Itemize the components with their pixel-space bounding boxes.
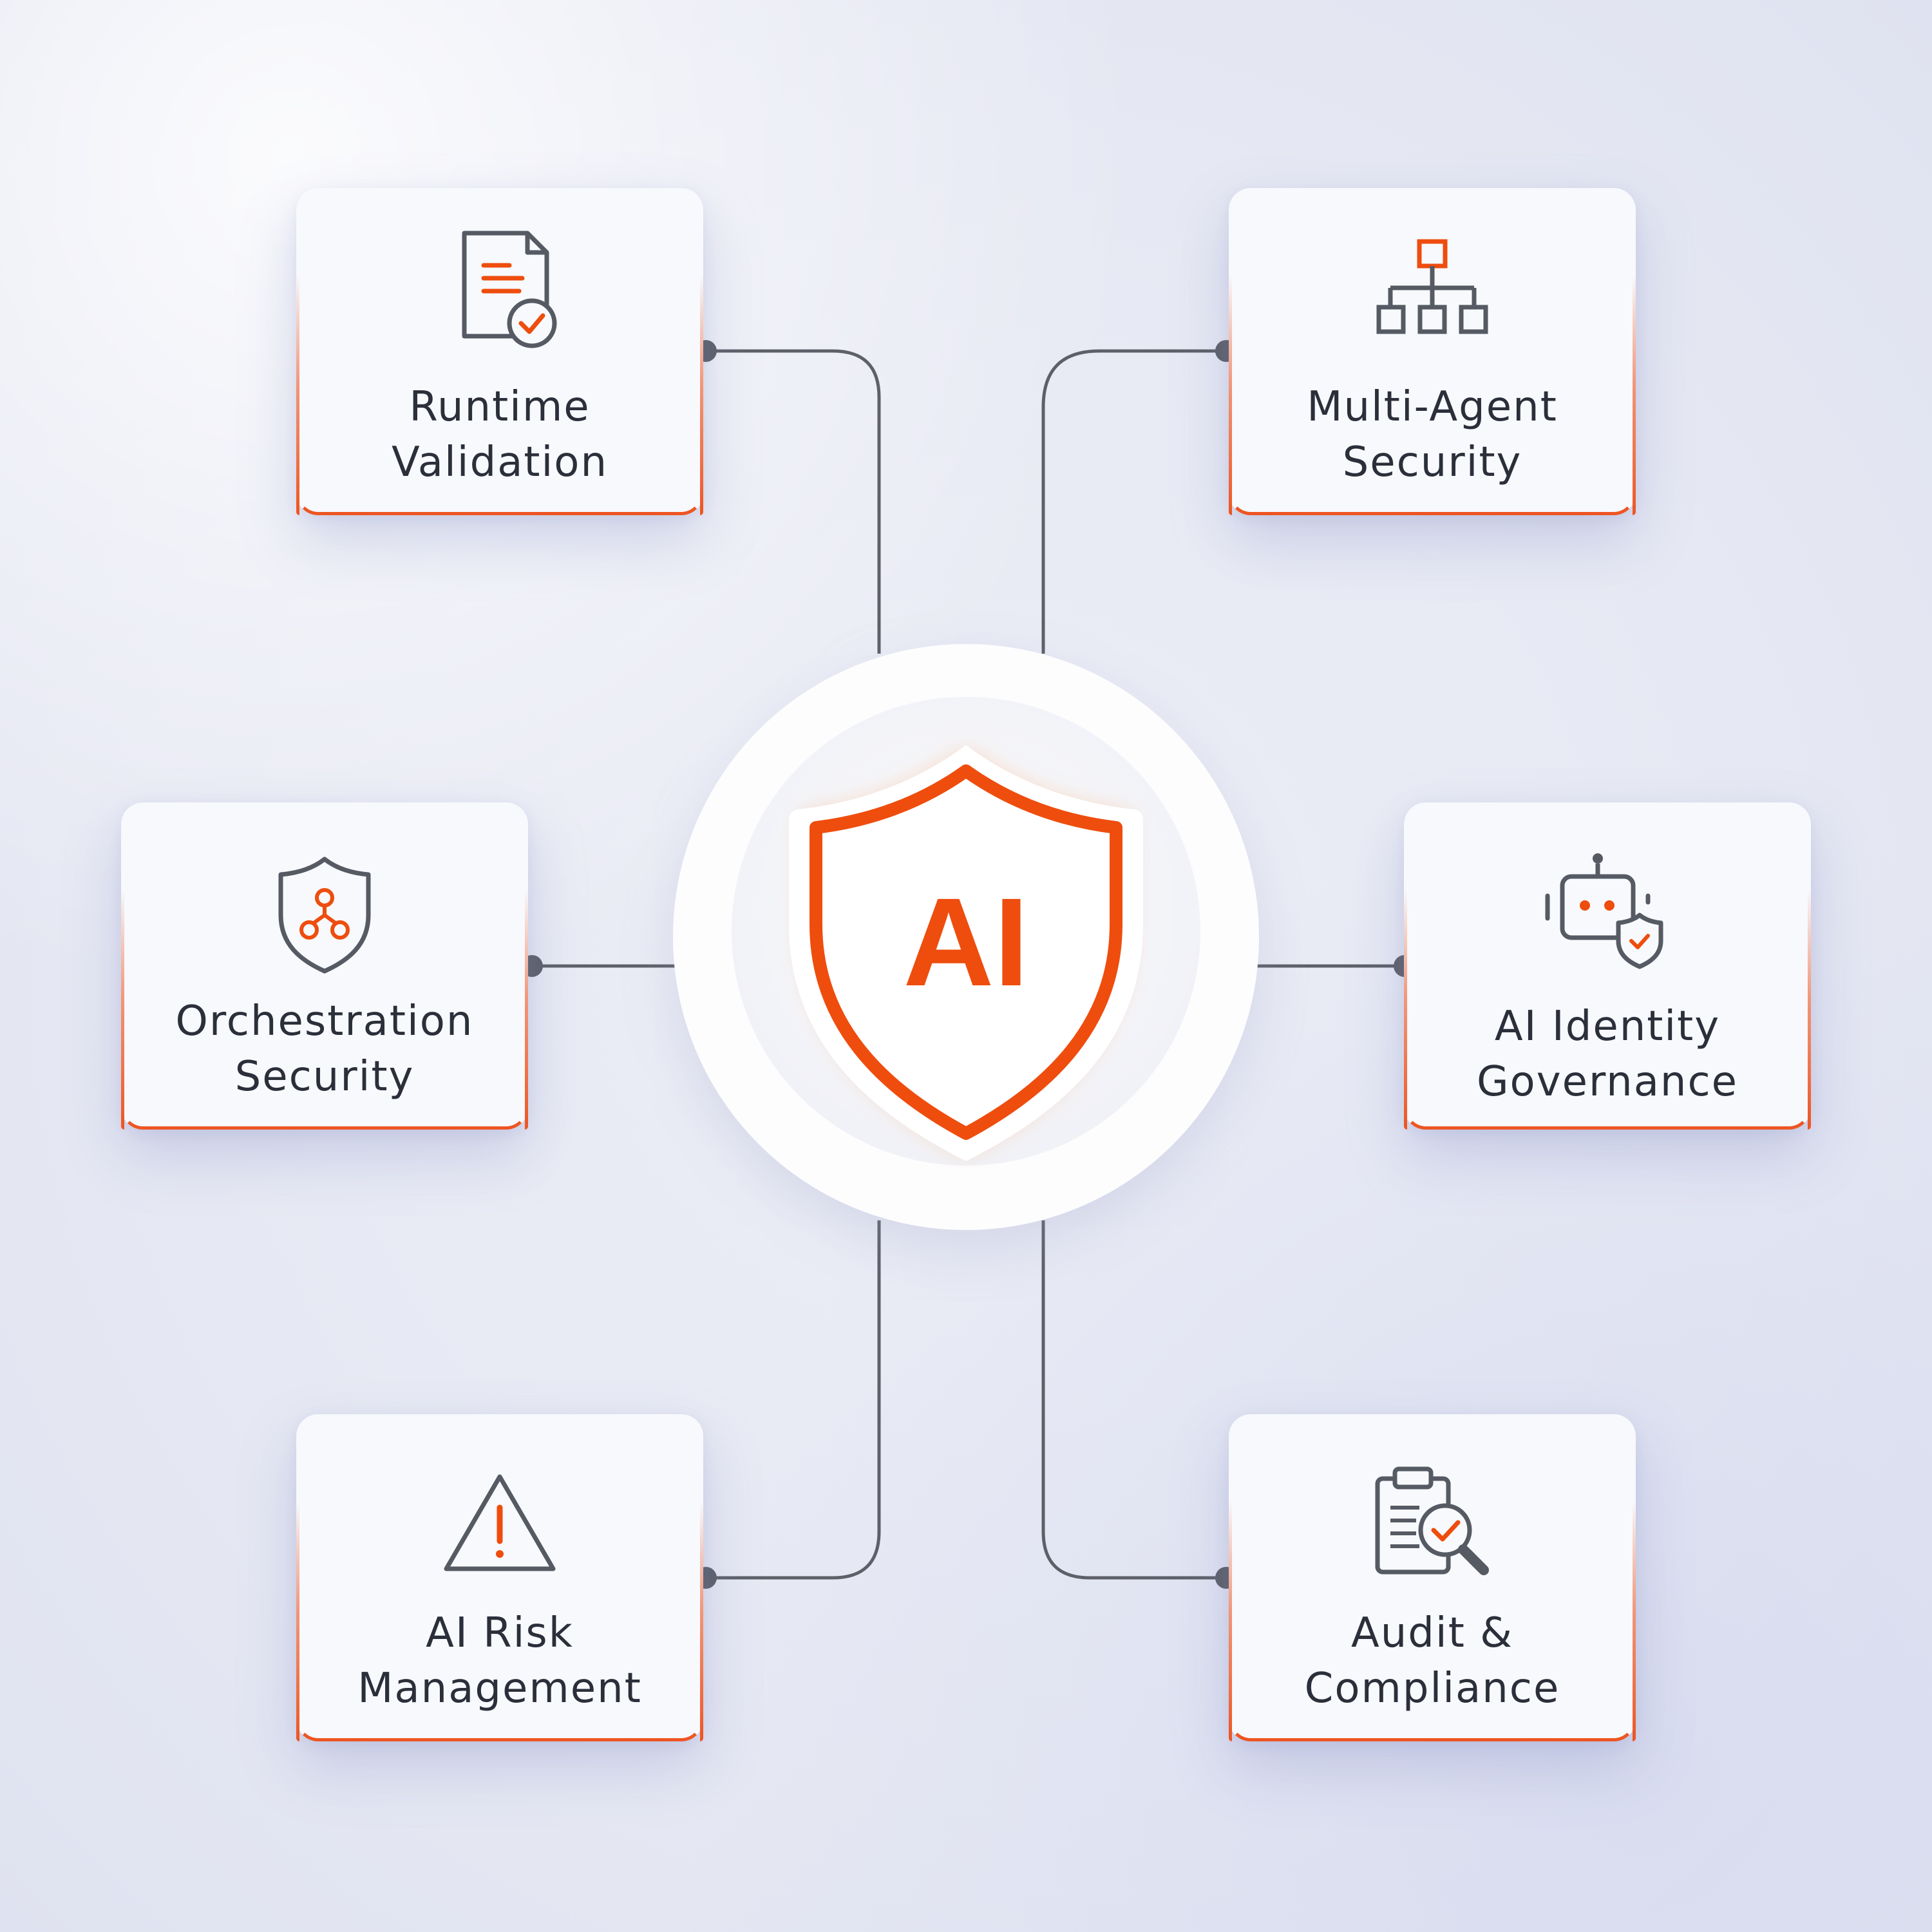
center-label: AI [904,872,1029,1012]
shield-network-icon [278,857,371,974]
card-label-line1: Runtime [409,383,591,431]
card-ai-risk-management: AI Risk Management [296,1414,703,1741]
card-label-line1: AI Identity [1494,1003,1721,1050]
card-runtime-validation: Runtime Validation [296,188,703,515]
card-label-line2: Security [1342,439,1522,486]
card-label: AI Identity Governance [1407,999,1808,1110]
shield-icon: AI [789,745,1143,1161]
card-label-line1: Orchestration [175,998,474,1045]
card-label-line2: Compliance [1304,1665,1560,1712]
connector-audit [1041,1220,1226,1580]
warning-triangle-icon [444,1474,556,1571]
card-orchestration-security: Orchestration Security [121,802,528,1130]
card-label-line2: Validation [391,439,609,486]
card-label-line2: Management [357,1665,642,1712]
card-label-line2: Governance [1476,1058,1739,1106]
card-ai-identity-governance: AI Identity Governance [1404,802,1811,1130]
robot-shield-icon [1545,853,1663,969]
card-label-line1: Multi-Agent [1307,383,1558,431]
connector-multi-agent [1041,349,1226,654]
document-check-icon [462,231,557,348]
card-label: Runtime Validation [299,379,700,490]
connector-runtime [706,349,881,654]
connector-risk [706,1220,881,1580]
card-label-line2: Security [234,1053,415,1101]
card-label: AI Risk Management [299,1605,700,1716]
card-label: Multi-Agent Security [1232,379,1633,490]
card-audit-compliance: Audit & Compliance [1229,1414,1636,1741]
clipboard-search-icon [1375,1466,1489,1575]
card-label-line1: Audit & [1350,1609,1514,1657]
card-label: Orchestration Security [124,994,525,1104]
card-multi-agent-security: Multi-Agent Security [1229,188,1636,515]
card-label-line1: AI Risk [426,1609,574,1657]
card-label: Audit & Compliance [1232,1605,1633,1716]
hierarchy-icon [1376,239,1488,334]
